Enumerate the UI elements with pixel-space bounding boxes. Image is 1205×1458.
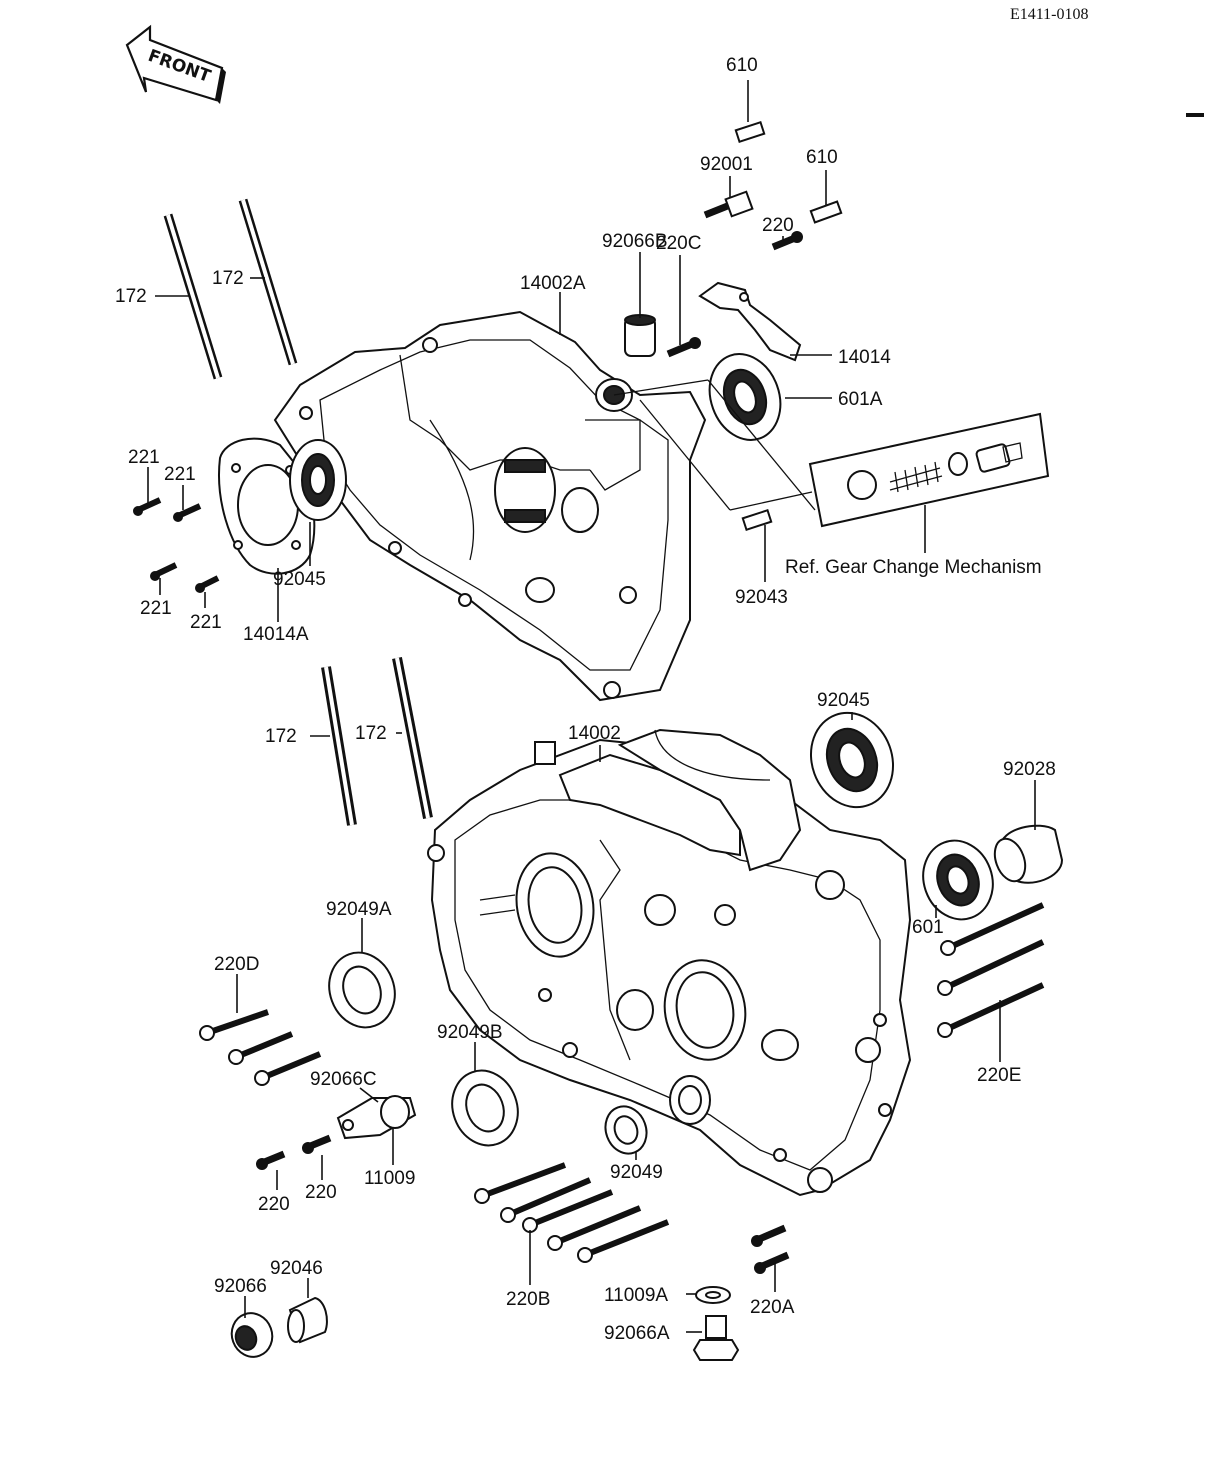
- leaders-lower: [236, 712, 1036, 1333]
- label-14002a: 14002A: [520, 273, 586, 294]
- label-220e: 220E: [977, 1065, 1021, 1086]
- screw-220c: [666, 337, 701, 358]
- oil-seal-92049b: [451, 1069, 519, 1147]
- label-220a: 220A: [750, 1297, 795, 1318]
- label-92066b: 92066B: [602, 231, 668, 252]
- pin-610-b: [809, 200, 843, 224]
- label-92045-upper: 92045: [273, 569, 326, 590]
- label-221-d: 221: [190, 612, 222, 633]
- label-172-b: 172: [212, 268, 244, 289]
- label-92043: 92043: [735, 587, 788, 608]
- label-92049a: 92049A: [326, 899, 392, 920]
- oil-seal-92049a: [328, 951, 396, 1029]
- screw-221-b: [173, 503, 202, 522]
- label-221-c: 221: [140, 598, 172, 619]
- collar-92046: [287, 1296, 328, 1344]
- label-221-b: 221: [164, 464, 196, 485]
- bearing-601: [922, 839, 994, 921]
- label-172-a: 172: [115, 286, 147, 307]
- cover-plate-14014a: [218, 437, 316, 575]
- bearing-601a: [708, 353, 782, 441]
- label-172-d: 172: [355, 723, 387, 744]
- label-92028: 92028: [1003, 759, 1056, 780]
- label-610-b: 610: [806, 147, 838, 168]
- label-220-lower-b: 220: [305, 1182, 337, 1203]
- label-14014: 14014: [838, 347, 891, 368]
- leaders-upper: [147, 80, 926, 622]
- screw-220a-b: [754, 1251, 790, 1274]
- pin-92043: [741, 509, 773, 531]
- ref-note: Ref. Gear Change Mechanism: [785, 557, 1042, 578]
- label-220-lower-a: 220: [258, 1194, 290, 1215]
- label-220b: 220B: [506, 1289, 550, 1310]
- screw-221-d: [195, 575, 220, 593]
- stud-172-b: [238, 198, 298, 366]
- screw-220-lower-a: [256, 1150, 286, 1170]
- stud-172-c: [321, 666, 357, 826]
- plug-92066b: [624, 314, 656, 357]
- front-arrow-icon: FRONT: [125, 24, 226, 104]
- bearing-92045-upper: [289, 439, 347, 521]
- label-220c: 220C: [656, 233, 701, 254]
- label-172-c: 172: [265, 726, 297, 747]
- label-14002: 14002: [568, 723, 621, 744]
- plug-92066: [230, 1312, 274, 1358]
- bolt-220d-group: [199, 1009, 322, 1086]
- label-220-top: 220: [762, 215, 794, 236]
- crankcase-right-half: [427, 728, 912, 1197]
- label-92066: 92066: [214, 1276, 267, 1297]
- pin-610-a: [734, 121, 766, 143]
- label-92066a: 92066A: [604, 1323, 670, 1344]
- label-92046: 92046: [270, 1258, 323, 1279]
- bolt-92001: [703, 190, 754, 219]
- bearing-92045-lower: [809, 711, 895, 809]
- label-92049: 92049: [610, 1162, 663, 1183]
- label-220d: 220D: [214, 954, 259, 975]
- screw-221-c: [150, 562, 178, 581]
- label-14014a: 14014A: [243, 624, 309, 645]
- label-92066c: 92066C: [310, 1069, 377, 1090]
- gear-change-ref-box: [808, 412, 1050, 528]
- screw-221-a: [133, 497, 162, 516]
- label-601a: 601A: [838, 389, 883, 410]
- stud-172-d: [392, 657, 433, 819]
- bolt-220e-group: [937, 902, 1045, 1038]
- part-labels: 610 92001 610 220 92066B 220C 14002A 172…: [115, 55, 1056, 1344]
- screw-220-top: [771, 231, 803, 251]
- label-92049b: 92049B: [437, 1022, 503, 1043]
- plate-14014: [698, 281, 802, 362]
- plug-92066a: [692, 1315, 740, 1361]
- label-601: 601: [912, 917, 944, 938]
- gasket-11009: [380, 1095, 410, 1129]
- label-92001: 92001: [700, 154, 753, 175]
- label-610-a: 610: [726, 55, 758, 76]
- diagram-code: E1411-0108: [1010, 6, 1089, 23]
- crankcase-left-half: [273, 310, 707, 702]
- bushing-92028: [993, 824, 1064, 884]
- screw-220-lower-b: [302, 1134, 332, 1154]
- label-11009a: 11009A: [604, 1285, 668, 1306]
- label-92045-lower: 92045: [817, 690, 870, 711]
- screw-220a-a: [751, 1224, 787, 1247]
- label-221-a: 221: [128, 447, 160, 468]
- bolt-220b-group: [474, 1162, 670, 1263]
- oil-seal-92049: [604, 1105, 648, 1155]
- edge-mark: [1186, 113, 1204, 117]
- stud-172-a: [163, 213, 223, 380]
- label-11009: 11009: [364, 1168, 415, 1189]
- washer-11009a: [695, 1286, 731, 1304]
